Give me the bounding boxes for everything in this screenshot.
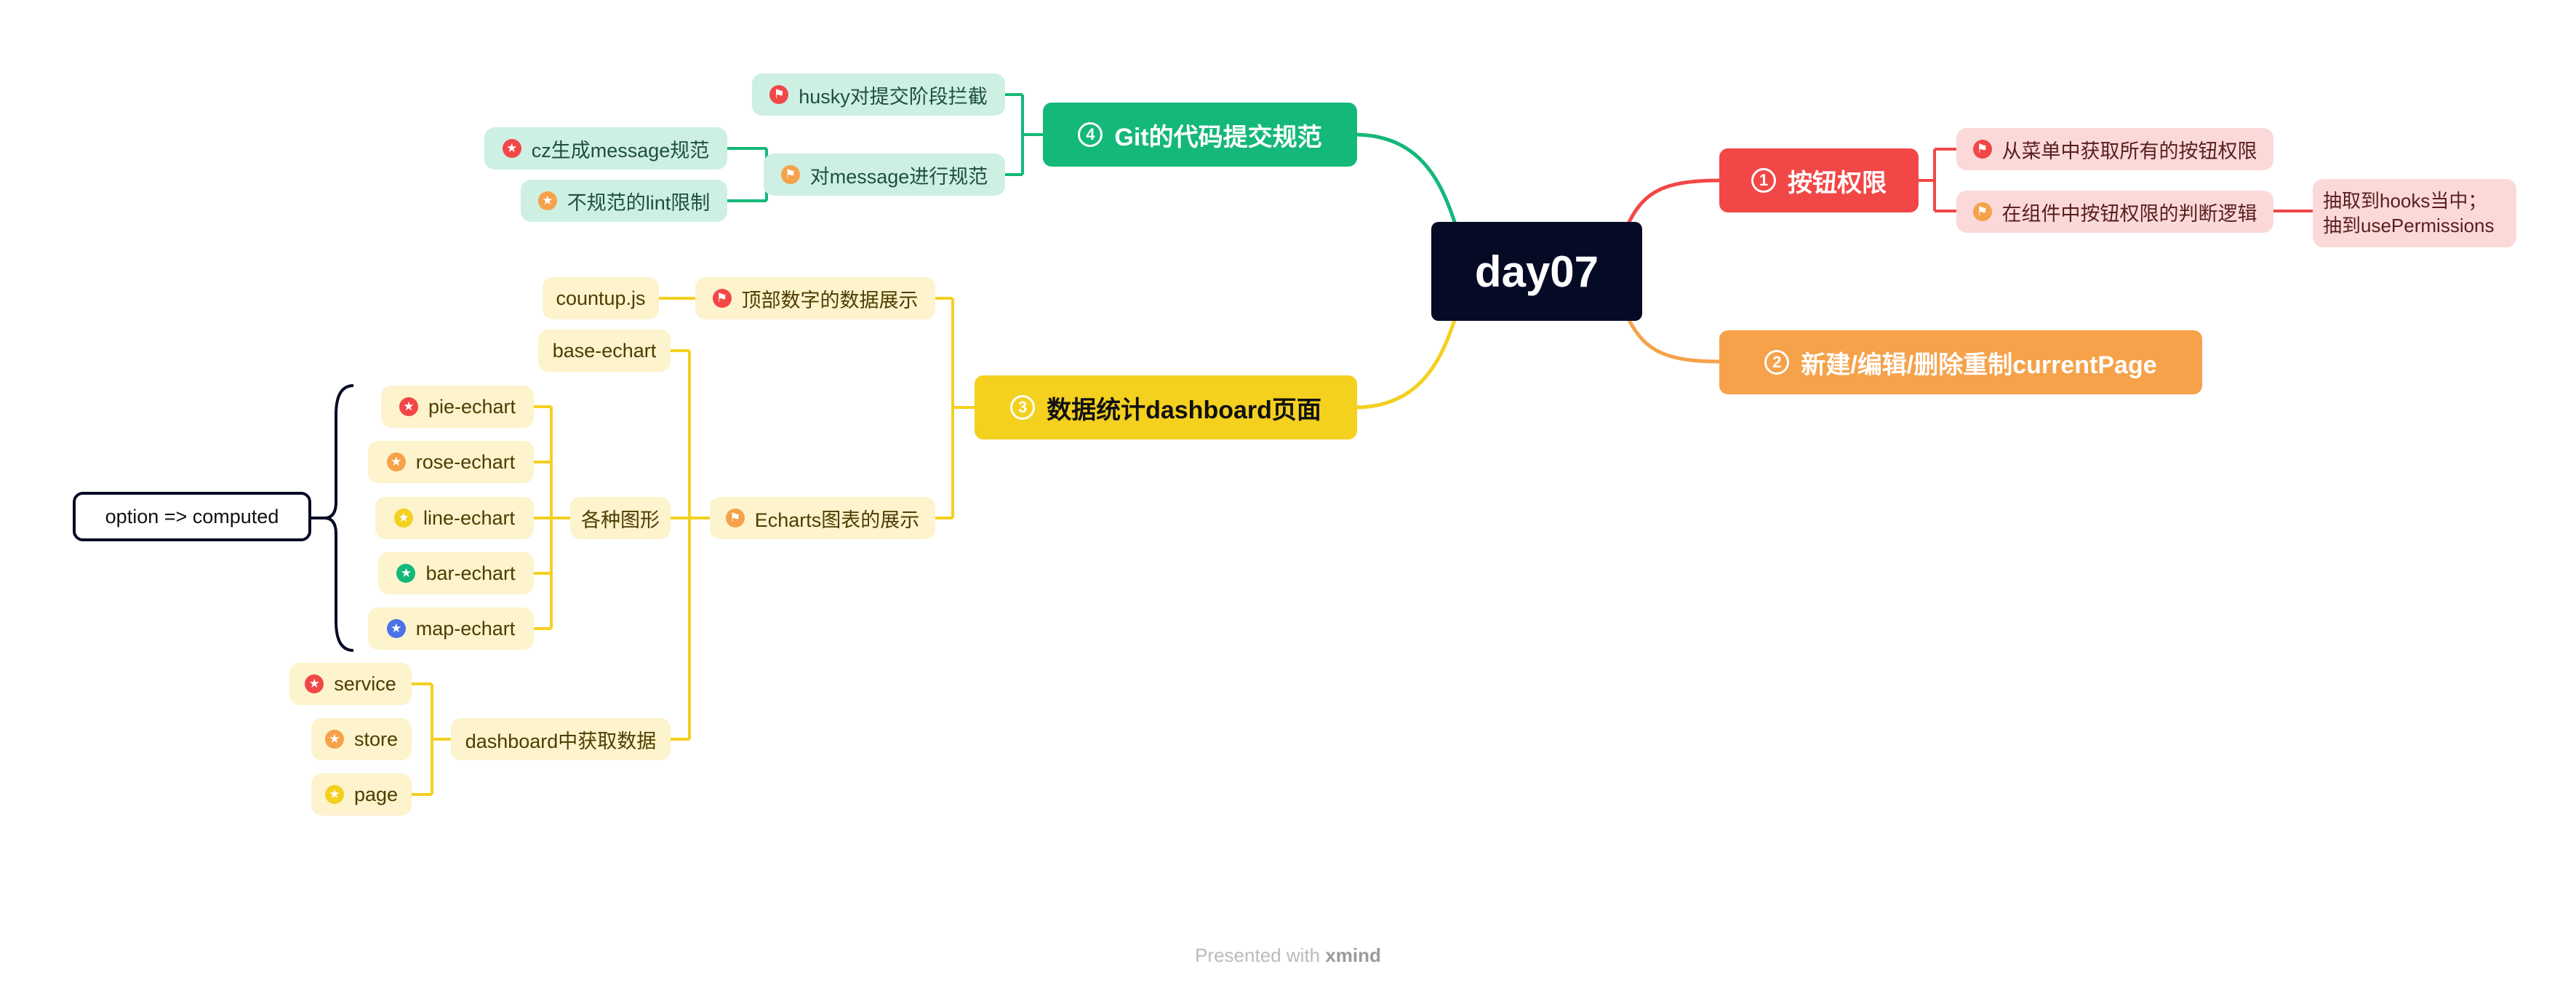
topic-countup[interactable]: countup.js xyxy=(543,277,659,319)
topic-message-standard[interactable]: ⚑ 对message进行规范 xyxy=(764,154,1005,196)
topic-label: cz生成message规范 xyxy=(531,139,710,162)
root-node[interactable]: day07 xyxy=(1431,222,1642,321)
topic-various-charts[interactable]: 各种图形 xyxy=(570,497,671,539)
number-badge: 2 xyxy=(1764,350,1790,375)
topic-label: 各种图形 xyxy=(581,509,660,531)
branch-label: 数据统计dashboard页面 xyxy=(1047,396,1321,424)
flag-icon: ⚑ xyxy=(725,509,745,527)
flag-icon: ⚑ xyxy=(769,85,789,104)
star-icon: ★ xyxy=(399,397,418,416)
topic-label: base-echart xyxy=(552,339,657,362)
topic-husky[interactable]: ⚑ husky对提交阶段拦截 xyxy=(752,73,1005,116)
star-icon: ★ xyxy=(393,509,413,527)
flag-icon: ⚑ xyxy=(1972,202,1992,221)
topic-rose-echart[interactable]: ★ rose-echart xyxy=(368,441,534,483)
star-icon: ★ xyxy=(324,785,344,804)
branch-button-permissions[interactable]: 1 按钮权限 xyxy=(1719,148,1919,212)
root-label: day07 xyxy=(1474,247,1599,296)
number-badge: 3 xyxy=(1010,395,1036,420)
topic-service[interactable]: ★ service xyxy=(289,663,412,705)
summary-label: option => computed xyxy=(105,505,279,527)
star-icon: ★ xyxy=(386,453,406,471)
topic-label: page xyxy=(353,783,399,805)
connector-root-b1 xyxy=(1627,178,1723,224)
summary-option-computed[interactable]: option => computed xyxy=(73,492,311,541)
branch-label: 按钮权限 xyxy=(1788,169,1887,197)
connector-root-b3 xyxy=(1355,318,1457,410)
footer-brand: xmind xyxy=(1325,944,1381,966)
topic-top-data[interactable]: ⚑ 顶部数字的数据展示 xyxy=(695,277,935,319)
topic-map-echart[interactable]: ★ map-echart xyxy=(368,607,534,650)
footer-credit: Presented with xmind xyxy=(0,944,2576,967)
topic-label: countup.js xyxy=(556,287,646,309)
topic-label: husky对提交阶段拦截 xyxy=(799,85,988,108)
topic-bar-echart[interactable]: ★ bar-echart xyxy=(378,552,534,594)
branch-label: 新建/编辑/删除重制currentPage xyxy=(1801,351,2157,379)
connector-b1-children xyxy=(1917,148,1956,212)
topic-label: 顶部数字的数据展示 xyxy=(741,289,919,311)
footer-prefix: Presented with xyxy=(1195,944,1326,966)
topic-permission-logic[interactable]: ⚑ 在组件中按钮权限的判断逻辑 xyxy=(1956,191,2273,233)
topic-label: dashboard中获取数据 xyxy=(465,730,657,752)
topic-label: 从菜单中获取所有的按钮权限 xyxy=(2001,140,2257,162)
note-line-1: 抽取到hooks当中； xyxy=(2323,190,2487,212)
summary-brace xyxy=(324,384,354,652)
star-icon: ★ xyxy=(386,619,406,638)
topic-pie-echart[interactable]: ★ pie-echart xyxy=(381,386,534,428)
connector-b3-various xyxy=(534,405,570,630)
topic-page[interactable]: ★ page xyxy=(311,773,412,816)
star-icon: ★ xyxy=(305,674,324,693)
connector-b3-fetch xyxy=(412,682,451,796)
note-line-2: 抽到usePermissions xyxy=(2323,215,2495,236)
topic-base-echart[interactable]: base-echart xyxy=(538,330,671,372)
branch-label: Git的代码提交规范 xyxy=(1114,123,1322,151)
number-badge: 4 xyxy=(1078,122,1103,147)
branch-dashboard[interactable]: 3 数据统计dashboard页面 xyxy=(975,375,1357,439)
star-icon: ★ xyxy=(396,564,416,583)
topic-store[interactable]: ★ store xyxy=(311,718,412,760)
star-icon: ★ xyxy=(537,191,557,210)
connector-b3-echarts xyxy=(671,349,710,741)
topic-fetch-data[interactable]: dashboard中获取数据 xyxy=(451,718,671,760)
connector-root-b2 xyxy=(1627,318,1723,364)
topic-label: line-echart xyxy=(423,506,516,529)
connector-b4-children xyxy=(1005,93,1043,176)
connector-b3-children xyxy=(935,297,975,519)
topic-label: 不规范的lint限制 xyxy=(567,191,711,214)
branch-git-commit[interactable]: 4 Git的代码提交规范 xyxy=(1043,103,1357,167)
topic-hooks-note[interactable]: 抽取到hooks当中； 抽到usePermissions xyxy=(2313,179,2516,247)
topic-label: 对message进行规范 xyxy=(809,165,988,188)
topic-get-button-permissions[interactable]: ⚑ 从菜单中获取所有的按钮权限 xyxy=(1956,128,2273,170)
connector-root-b4 xyxy=(1355,132,1457,224)
number-badge: 1 xyxy=(1751,168,1776,193)
topic-label: rose-echart xyxy=(415,450,516,473)
topic-label: bar-echart xyxy=(425,562,516,584)
branch-current-page[interactable]: 2 新建/编辑/删除重制currentPage xyxy=(1719,330,2202,394)
topic-label: map-echart xyxy=(415,617,516,640)
topic-cz[interactable]: ★ cz生成message规范 xyxy=(484,127,727,170)
star-icon: ★ xyxy=(502,139,521,158)
star-icon: ★ xyxy=(324,730,344,749)
topic-label: service xyxy=(334,672,396,695)
topic-label: Echarts图表的展示 xyxy=(754,509,920,531)
topic-label: pie-echart xyxy=(428,395,516,418)
topic-line-echart[interactable]: ★ line-echart xyxy=(375,497,534,539)
flag-icon: ⚑ xyxy=(1972,140,1992,159)
topic-label: 在组件中按钮权限的判断逻辑 xyxy=(2001,202,2257,225)
topic-label: store xyxy=(353,728,399,750)
topic-lint[interactable]: ★ 不规范的lint限制 xyxy=(521,180,727,222)
flag-icon: ⚑ xyxy=(780,165,800,184)
flag-icon: ⚑ xyxy=(712,289,732,308)
topic-echarts[interactable]: ⚑ Echarts图表的展示 xyxy=(710,497,935,539)
